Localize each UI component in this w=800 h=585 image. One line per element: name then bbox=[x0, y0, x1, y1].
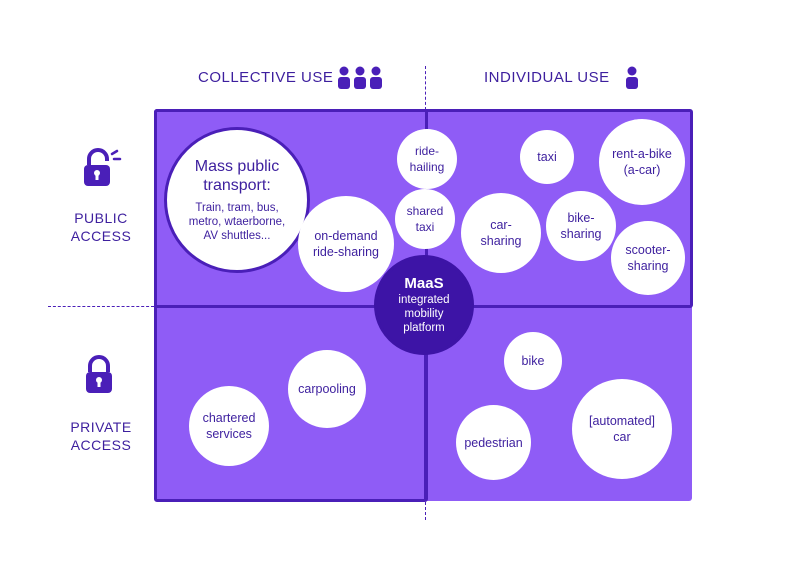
mass-transport-title: Mass public transport: bbox=[194, 158, 280, 194]
mass-public-transport-bubble: Mass public transport: Train, tram, bus,… bbox=[164, 127, 310, 273]
person-icon bbox=[625, 66, 639, 90]
use-divider-solid bbox=[424, 305, 427, 501]
carpooling-bubble: carpooling bbox=[288, 350, 366, 428]
maas-title: MaaS bbox=[404, 275, 444, 292]
collective-use-header: COLLECTIVE USE bbox=[198, 69, 334, 86]
on-demand-ride-sharing-bubble: on-demand ride-sharing bbox=[298, 196, 394, 292]
ride-hailing-bubble: ride- hailing bbox=[397, 129, 457, 189]
private-access-label: PRIVATE ACCESS bbox=[70, 419, 132, 453]
use-axis-dashed-bottom bbox=[425, 502, 426, 520]
individual-use-header: INDIVIDUAL USE bbox=[484, 69, 610, 86]
public-access-label: PUBLIC ACCESS bbox=[70, 210, 132, 244]
mass-transport-detail: Train, tram, bus, metro, wtaerborne, AV … bbox=[188, 202, 286, 242]
taxi-bubble: taxi bbox=[520, 130, 574, 184]
car-sharing-bubble: car- sharing bbox=[461, 193, 541, 273]
maas-subtitle: integrated mobility platform bbox=[398, 294, 450, 334]
access-axis-dashed-inner bbox=[155, 306, 377, 307]
locked-padlock-icon bbox=[84, 355, 114, 395]
bike-bubble: bike bbox=[504, 332, 562, 390]
bike-sharing-bubble: bike- sharing bbox=[546, 191, 616, 261]
pedestrian-bubble: pedestrian bbox=[456, 405, 531, 480]
scooter-sharing-bubble: scooter- sharing bbox=[611, 221, 685, 295]
maas-platform-hub: MaaS integrated mobility platform bbox=[374, 255, 474, 355]
use-axis-dashed-top bbox=[425, 66, 426, 110]
access-axis-dashed-left bbox=[48, 306, 154, 307]
unlocked-padlock-icon bbox=[82, 148, 126, 188]
chartered-services-bubble: chartered services bbox=[189, 386, 269, 466]
rent-a-bike-bubble: rent-a-bike (a-car) bbox=[599, 119, 685, 205]
automated-car-bubble: [automated] car bbox=[572, 379, 672, 479]
shared-taxi-bubble: shared taxi bbox=[395, 189, 455, 249]
group-of-people-icon bbox=[337, 66, 383, 90]
